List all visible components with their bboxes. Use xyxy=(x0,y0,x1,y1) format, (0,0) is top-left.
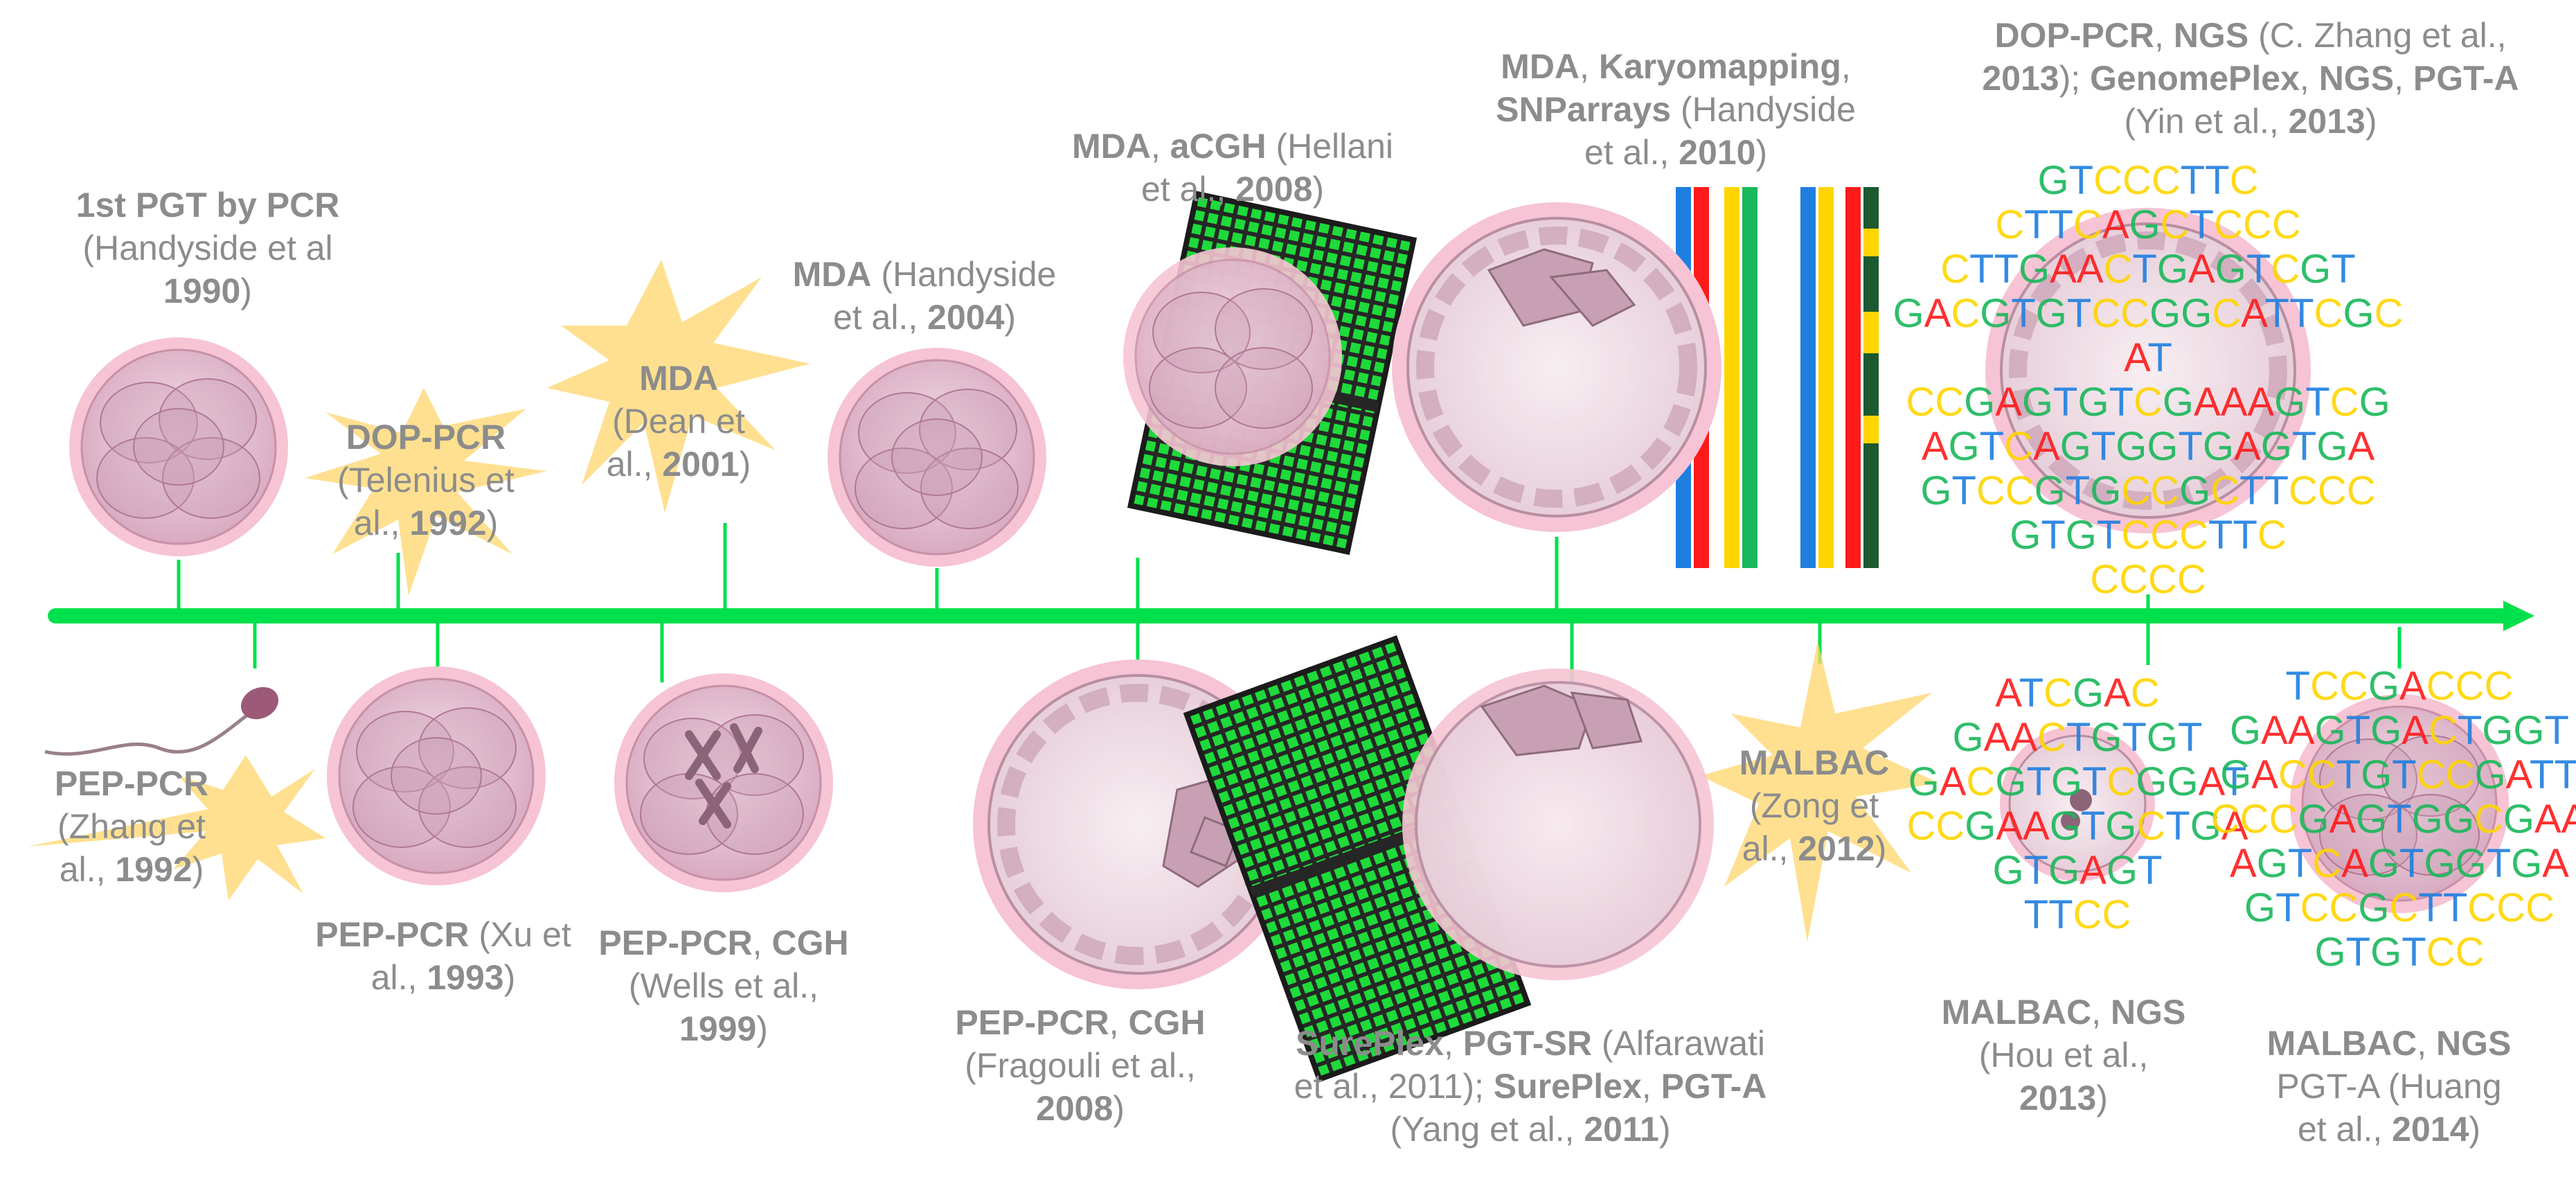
embryo-1999 xyxy=(614,673,833,892)
dna-sequence-line: CCCC xyxy=(2090,557,2206,602)
starburst-mda-2001 xyxy=(547,260,810,513)
blastocyst-2010 xyxy=(1392,202,1721,532)
dna-sequence-line: GACGTGTCGGAT xyxy=(1908,759,2247,804)
embryo-1990 xyxy=(69,337,288,556)
sperm-icon xyxy=(44,687,279,756)
dna-sequence-line: GTCCGCTTCCC xyxy=(2244,885,2555,930)
embryo-2013-malbac xyxy=(2000,726,2155,881)
dna-sequence-malbac-2013: ATCGACGAACTGTGTGACGTGTCGGATCCGAAGTGCTGAG… xyxy=(1906,671,2248,937)
starburst-dop-1992 xyxy=(305,388,547,596)
label-malbac-ngs-2013: MALBAC, NGS(Hou et al.,2013) xyxy=(1941,993,2186,1117)
dna-sequence-line: AGTCAGTGGTGAGTGA xyxy=(1922,424,2375,469)
dna-sequence-line: CCCGAGTGGCGAA xyxy=(2211,797,2576,842)
starburst-pep-1992 xyxy=(28,755,325,901)
dna-sequence-line: AGTCAGTGGTGA xyxy=(2230,841,2569,886)
dna-sequence-line: GACCTGTCCGATT xyxy=(2220,752,2576,797)
dna-sequence-line: TCCGACCC xyxy=(2286,664,2514,709)
dna-sequence-line: GAAGTGACTGGT xyxy=(2230,708,2569,753)
dna-sequence-line: GACGTGTCCGGCATTCGC xyxy=(1893,291,2404,336)
dna-sequence-line: CCGAAGTGCTGA xyxy=(1906,804,2248,849)
dna-sequence-ngs-2013: GTCCCTTCCTTCAGCTCCCCTTGAACTGAGTCGTGACGTG… xyxy=(1893,158,2404,602)
timeline-axis xyxy=(48,601,2534,631)
chromosomes xyxy=(685,723,762,829)
dna-sequence-line: GTGTCCCTTC xyxy=(2010,513,2287,558)
label-pep-pcr-cgh-2008: PEP-PCR, CGH(Fragouli et al.,2008) xyxy=(955,1003,1206,1128)
embryo-2008-acgh xyxy=(1123,247,1342,466)
dna-sequence-line: CCGAGTGTCGAAAGTCG xyxy=(1906,380,2390,425)
starburst-malbac-2012 xyxy=(1700,641,1939,942)
dna-sequence-line: GTCCCTTC xyxy=(2038,158,2259,203)
dna-sequence-malbac-2014: TCCGACCCGAAGTGACTGGTGACCTGTCCGATTCCCGAGT… xyxy=(2211,664,2576,975)
embryo-2004 xyxy=(828,348,1046,567)
dna-sequence-line: GTCCGTGCCGCTTCCC xyxy=(1920,468,2375,513)
dna-sequence-line: TTCC xyxy=(2024,892,2131,937)
blastocyst-2013-ngs xyxy=(1985,208,2311,533)
label-dop-pcr-ngs-2013: DOP-PCR, NGS (C. Zhang et al.,2013); Gen… xyxy=(1982,16,2519,141)
snp-array-bars-2010 xyxy=(1676,187,1879,568)
blastocyst-2011 xyxy=(1402,669,1714,980)
dna-sequence-line: CTTGAACTGAGTCGT xyxy=(1940,247,2355,292)
embryo-1993 xyxy=(327,666,546,885)
dna-sequence-line: GTGTCC xyxy=(2315,930,2485,975)
dna-sequence-line: CTTCAGCTCCC xyxy=(1995,202,2300,247)
dna-sequence-line: AT xyxy=(2124,335,2172,380)
dna-sequence-line: GTGAGT xyxy=(1993,848,2163,893)
label-pep-pcr-cgh-1999: PEP-PCR, CGH(Wells et al.,1999) xyxy=(598,923,849,1048)
dna-sequence-line: ATCGAC xyxy=(1995,671,2159,716)
embryo-2014-malbac xyxy=(2290,694,2509,913)
dna-sequence-line: GAACTGTGT xyxy=(1953,715,2203,760)
